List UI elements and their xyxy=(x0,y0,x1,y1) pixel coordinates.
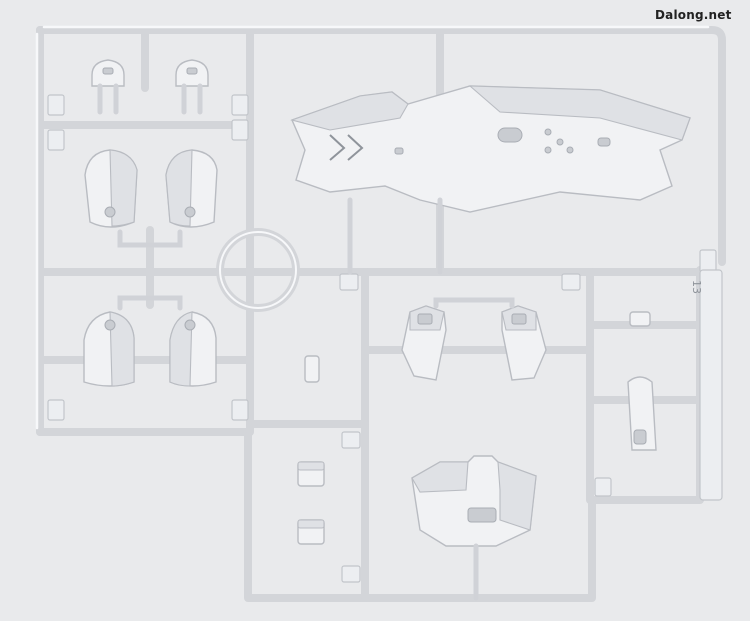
bottom-shield-part xyxy=(411,455,537,601)
runner-ring xyxy=(216,228,300,312)
top-brackets xyxy=(91,59,209,115)
small-connectors xyxy=(297,311,657,545)
sprue-letter-tab xyxy=(699,269,723,501)
lower-pods xyxy=(83,295,217,387)
upper-pods xyxy=(84,149,218,248)
sprue-letter-label: 13 xyxy=(690,280,703,294)
number-tabs xyxy=(47,94,717,583)
long-hull-part xyxy=(290,85,691,275)
watermark-text: Dalong.net xyxy=(655,8,732,22)
mid-armor-parts xyxy=(401,297,547,381)
